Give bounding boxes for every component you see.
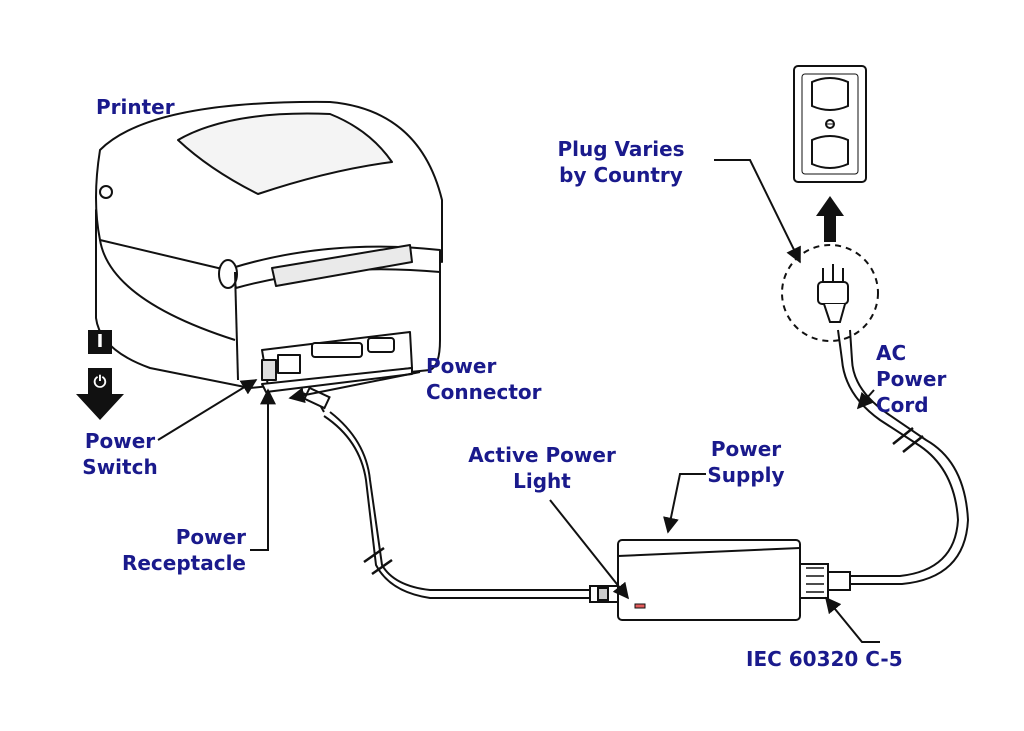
plug-in-arrow bbox=[816, 196, 844, 242]
label-power-connector: Power Connector bbox=[426, 354, 542, 404]
active-power-led bbox=[634, 603, 646, 609]
leader-lines bbox=[157, 159, 880, 643]
power-supply-illustration bbox=[589, 539, 851, 621]
label-iec-connector: IEC 60320 C-5 bbox=[746, 647, 903, 671]
label-power-switch: Power Switch bbox=[82, 429, 158, 479]
printer-illustration bbox=[95, 100, 443, 393]
plug-illustration bbox=[781, 244, 879, 342]
label-power-receptacle: Power Receptacle bbox=[121, 525, 246, 575]
label-power-supply: Power Supply bbox=[707, 437, 785, 487]
power-symbol-icon: ⏻ bbox=[93, 372, 107, 391]
label-active-power-light: Active Power Light bbox=[468, 443, 616, 493]
wall-outlet-illustration bbox=[793, 65, 867, 183]
label-printer: Printer bbox=[96, 95, 175, 119]
label-ac-power-cord: AC Power Cord bbox=[876, 341, 947, 417]
switch-arrow bbox=[76, 368, 124, 420]
on-symbol: I bbox=[88, 330, 112, 354]
label-plug-varies: Plug Varies by Country bbox=[557, 137, 685, 187]
dc-cable bbox=[299, 386, 592, 599]
ac-power-cord-illustration bbox=[837, 329, 970, 585]
